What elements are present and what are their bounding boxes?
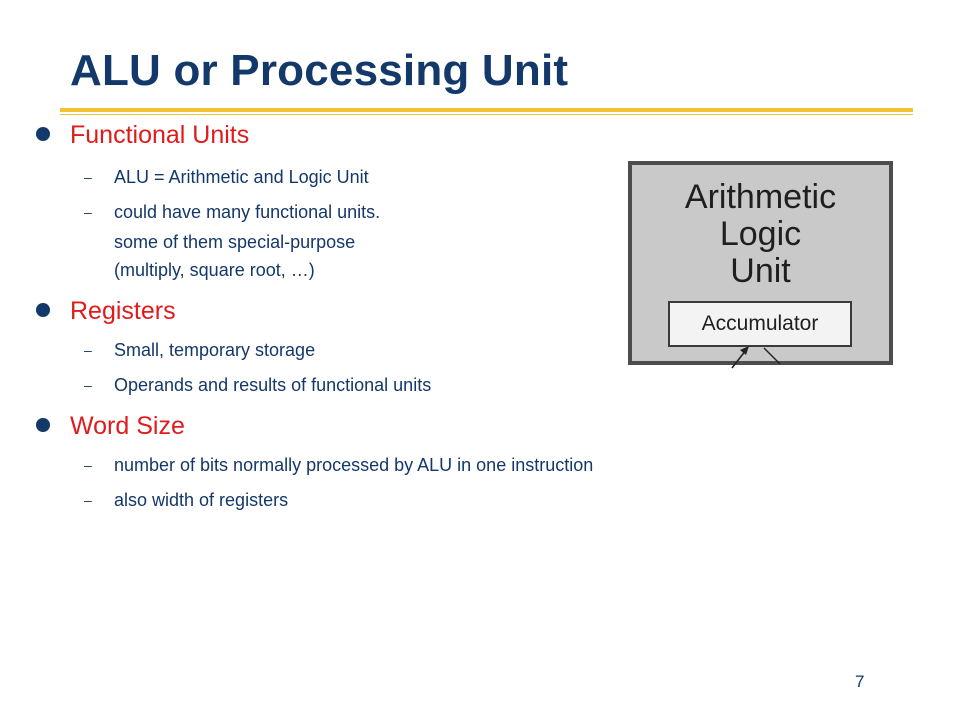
sub-bullet: – could have many functional units. xyxy=(84,200,380,224)
dash-icon: – xyxy=(84,169,92,185)
bullet-dot-icon xyxy=(36,127,50,142)
arrow-head-icon xyxy=(740,346,749,355)
sub-bullet-text: Operands and results of functional units xyxy=(114,375,432,395)
alu-label-line: Arithmetic xyxy=(684,178,837,216)
bullet-heading: Registers xyxy=(70,297,176,325)
sub-bullet: – number of bits normally processed by AL… xyxy=(84,453,593,477)
dash-icon: – xyxy=(84,457,92,473)
data-flow-arrows xyxy=(731,346,781,369)
sub-bullet-text: could have many functional units. xyxy=(114,202,381,222)
bullet-dot-icon xyxy=(36,418,50,433)
dash-icon: – xyxy=(84,492,92,508)
arrow-line xyxy=(763,347,781,365)
sub-bullet: – ALU = Arithmetic and Logic Unit xyxy=(84,165,369,189)
sub-bullet-text: also width of registers xyxy=(114,490,289,510)
bullet-dot-icon xyxy=(36,303,50,318)
dash-icon: – xyxy=(84,377,92,393)
alu-diagram: Arithmetic Logic Unit Accumulator xyxy=(628,161,893,365)
sub-bullet-continuation: (multiply, square root, …) xyxy=(114,260,315,280)
sub-bullet: – Small, temporary storage xyxy=(84,338,315,362)
sub-bullet-text: Small, temporary storage xyxy=(114,340,316,360)
slide-title: ALU or Processing Unit xyxy=(70,46,569,95)
bullet-heading: Word Size xyxy=(70,412,185,440)
dash-icon: – xyxy=(84,342,92,358)
sub-bullet-text: ALU = Arithmetic and Logic Unit xyxy=(114,167,369,187)
alu-label-line: Logic xyxy=(719,215,802,253)
sub-bullet: – Operands and results of functional unit… xyxy=(84,373,431,397)
sub-bullet: – also width of registers xyxy=(84,488,288,512)
page-number: 7 xyxy=(855,672,865,691)
bullet-heading: Functional Units xyxy=(70,121,250,149)
bullet-registers: Registers xyxy=(36,296,176,326)
alu-label-line: Unit xyxy=(730,252,791,290)
title-underline xyxy=(60,108,913,112)
bullet-functional-units: Functional Units xyxy=(36,120,249,150)
sub-bullet-text: number of bits normally processed by ALU… xyxy=(114,455,594,475)
sub-bullet-continuation: some of them special-purpose xyxy=(114,232,356,252)
title-underline-thin xyxy=(60,114,913,115)
dash-icon: – xyxy=(84,204,92,220)
alu-label: Arithmetic Logic Unit xyxy=(632,179,889,290)
bullet-word-size: Word Size xyxy=(36,411,185,441)
accumulator-box: Accumulator xyxy=(668,301,852,347)
